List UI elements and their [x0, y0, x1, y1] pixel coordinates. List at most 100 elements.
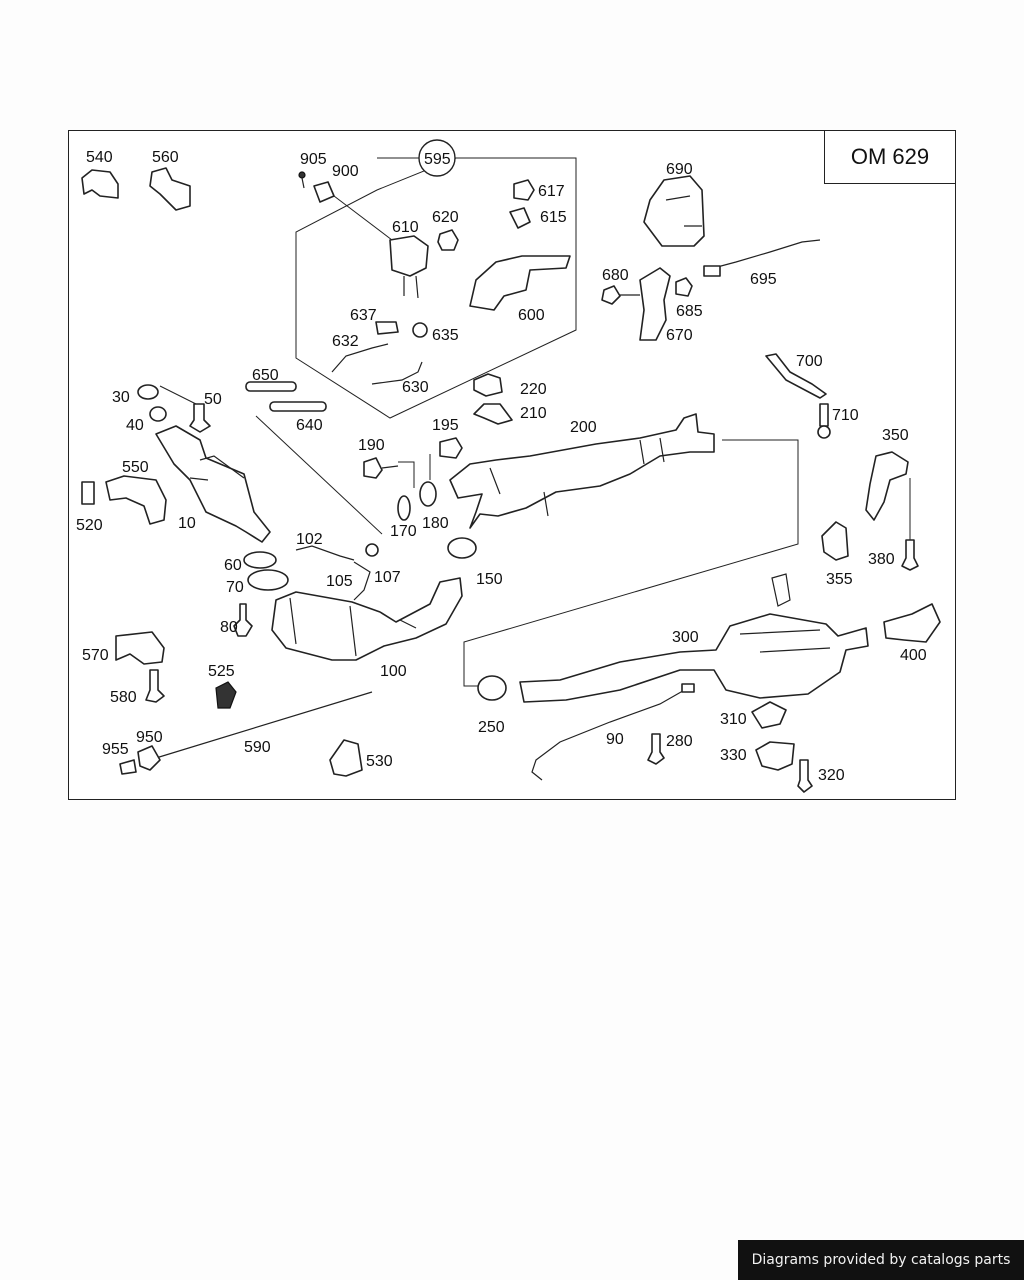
callout-107: 107: [374, 569, 401, 586]
callout-595: 595: [424, 151, 451, 168]
part-600: [469, 255, 571, 311]
part-550: [105, 475, 167, 525]
callout-690: 690: [666, 161, 693, 178]
callout-105: 105: [326, 573, 353, 590]
leader-900: [333, 195, 393, 241]
part-617: [513, 179, 535, 201]
callout-102: 102: [296, 531, 323, 548]
part-632: [331, 343, 389, 373]
callout-380: 380: [868, 551, 895, 568]
part-350: [865, 451, 909, 521]
part-710: [819, 403, 829, 427]
callout-180: 180: [422, 515, 449, 532]
callout-355: 355: [826, 571, 853, 588]
part-640: [269, 401, 327, 412]
callout-955: 955: [102, 741, 129, 758]
callout-632: 632: [332, 333, 359, 350]
group-250-outline: [463, 439, 799, 687]
callout-210: 210: [520, 405, 547, 422]
callout-580: 580: [110, 689, 137, 706]
callout-640: 640: [296, 417, 323, 434]
part-615: [509, 207, 531, 229]
part-635: [412, 322, 428, 338]
part-90-head: [681, 683, 695, 693]
part-590: [155, 691, 373, 759]
engine-code-label: OM 629: [850, 144, 930, 169]
callout-670: 670: [666, 327, 693, 344]
callout-labels: 540 560 905 900 595 617 615 610 620 600 …: [76, 149, 927, 784]
part-300: [519, 613, 869, 703]
part-250: [477, 675, 507, 701]
part-400: [883, 603, 941, 643]
part-90: [531, 687, 689, 781]
part-280: [647, 733, 665, 765]
callout-637: 637: [350, 307, 377, 324]
callout-530: 530: [366, 753, 393, 770]
part-610-pipes: [403, 275, 419, 299]
callout-400: 400: [900, 647, 927, 664]
part-680: [601, 285, 621, 305]
part-195: [439, 437, 463, 459]
callout-525: 525: [208, 663, 235, 680]
part-300-detail: [739, 573, 831, 653]
part-710-head: [817, 425, 831, 439]
part-150: [447, 537, 477, 559]
part-380: [901, 539, 919, 571]
engine-code-box: OM 629: [824, 130, 956, 184]
callout-50: 50: [204, 391, 222, 408]
part-10-detail: [189, 455, 245, 481]
callout-350: 350: [882, 427, 909, 444]
callout-80: 80: [220, 619, 238, 636]
part-690: [643, 175, 705, 247]
part-220: [473, 373, 503, 397]
leader-640: [255, 415, 383, 535]
part-610: [389, 235, 429, 277]
part-102: [295, 545, 355, 561]
callout-600: 600: [518, 307, 545, 324]
part-355: [821, 521, 849, 561]
callout-590: 590: [244, 739, 271, 756]
part-50: [189, 403, 211, 433]
callout-900: 900: [332, 163, 359, 180]
part-637: [375, 321, 399, 335]
callout-650: 650: [252, 367, 279, 384]
callout-150: 150: [476, 571, 503, 588]
callout-695: 695: [750, 271, 777, 288]
callout-200: 200: [570, 419, 597, 436]
leader-30: [159, 385, 197, 405]
callout-560: 560: [152, 149, 179, 166]
part-955: [119, 759, 137, 775]
callout-685: 685: [676, 303, 703, 320]
footer-credit: Diagrams provided by catalogs parts: [738, 1240, 1024, 1280]
part-570: [115, 631, 165, 665]
callout-710: 710: [832, 407, 859, 424]
part-100: [271, 577, 463, 661]
callout-40: 40: [126, 417, 144, 434]
part-695-head: [703, 265, 721, 277]
part-107: [365, 543, 379, 557]
part-905: [298, 171, 306, 179]
callout-540: 540: [86, 149, 113, 166]
part-685: [675, 277, 693, 297]
part-700: [765, 353, 827, 399]
part-200: [449, 413, 715, 529]
group-595-circle: [418, 139, 456, 177]
callout-680: 680: [602, 267, 629, 284]
part-190: [363, 457, 383, 479]
part-560: [149, 167, 191, 211]
callout-70: 70: [226, 579, 244, 596]
part-905-stem: [301, 177, 305, 189]
callout-280: 280: [666, 733, 693, 750]
callout-630: 630: [402, 379, 429, 396]
callout-170: 170: [390, 523, 417, 540]
part-80: [233, 603, 253, 637]
callout-10: 10: [178, 515, 196, 532]
part-670: [639, 267, 671, 341]
part-520: [81, 481, 95, 505]
part-530: [329, 739, 363, 777]
callout-520: 520: [76, 517, 103, 534]
callout-90: 90: [606, 731, 624, 748]
part-210: [473, 403, 513, 425]
callout-300: 300: [672, 629, 699, 646]
callout-570: 570: [82, 647, 109, 664]
